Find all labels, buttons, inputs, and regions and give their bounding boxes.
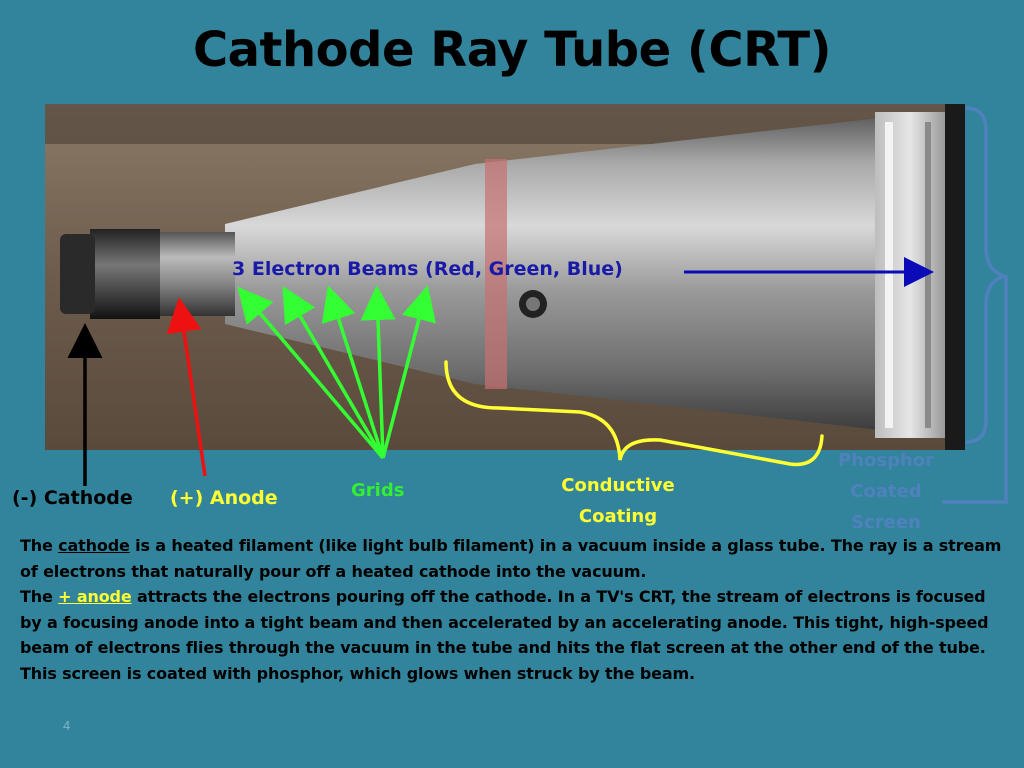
anode-paragraph: The + anode attracts the electrons pouri… xyxy=(20,584,1005,686)
cathode-term: cathode xyxy=(58,536,130,555)
phosphor-screen-label: Phosphor Coated Screen xyxy=(837,450,935,533)
anode-term: + anode xyxy=(58,587,132,606)
cathode-paragraph: The cathode is a heated filament (like l… xyxy=(20,533,1005,584)
text-span: attracts the electrons pouring off the c… xyxy=(20,587,989,683)
grids-label: Grids xyxy=(351,480,405,501)
conductive-coating-label: Conductive Coating xyxy=(561,475,675,527)
electron-beams-label: 3 Electron Beams (Red, Green, Blue) xyxy=(232,258,623,280)
phosphor-brace xyxy=(965,106,1010,444)
text-span: is a heated filament (like light bulb fi… xyxy=(20,536,1002,581)
text-span: The xyxy=(20,536,59,555)
description-text: The cathode is a heated filament (like l… xyxy=(20,533,1005,686)
cathode-label: (-) Cathode xyxy=(12,487,133,509)
slide-number: 4 xyxy=(63,718,71,733)
anode-label: (+) Anode xyxy=(170,487,278,509)
slide-title: Cathode Ray Tube (CRT) xyxy=(192,22,832,78)
text-span: The xyxy=(20,587,59,606)
